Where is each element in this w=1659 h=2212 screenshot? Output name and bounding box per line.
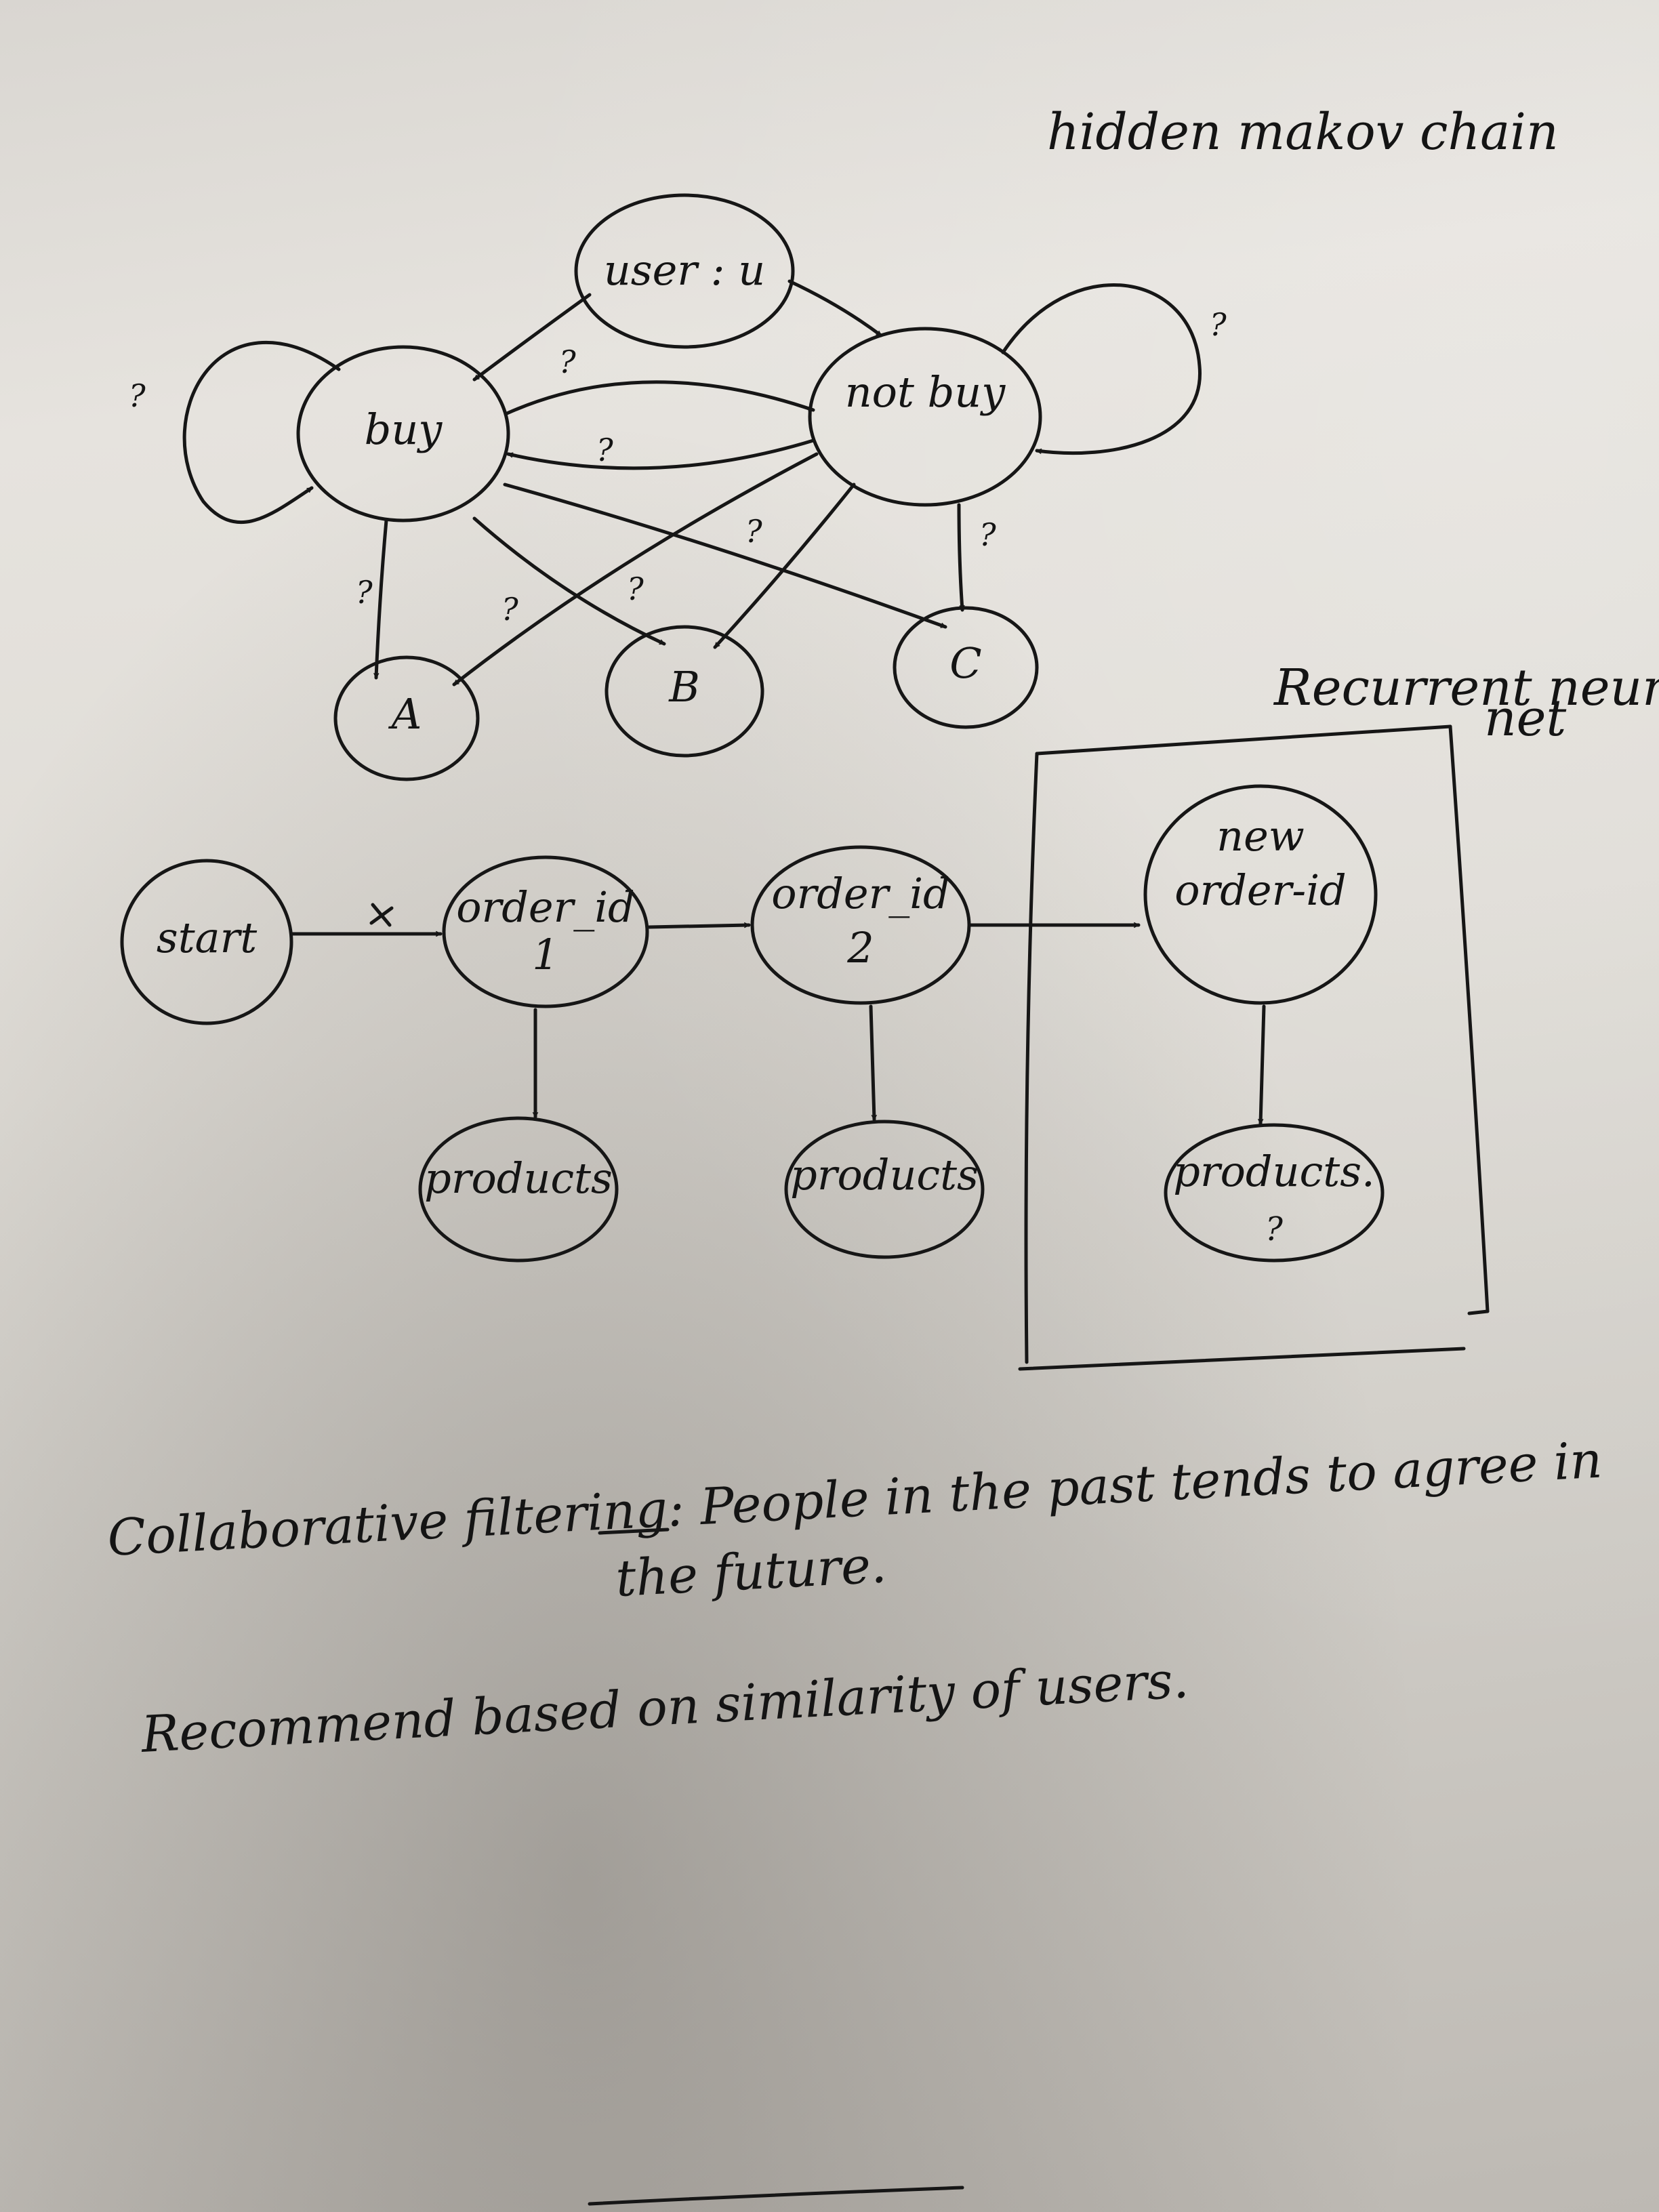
node-products-1: products — [418, 1116, 619, 1263]
node-a: A — [333, 655, 480, 781]
edge-order2-products — [869, 1004, 874, 1122]
edge-probability-marks: ? ? ? ? ? ? ? ? ? — [129, 306, 1227, 628]
edge-notbuy-b — [713, 483, 856, 649]
node-start-label: start — [157, 913, 257, 962]
qmark-notbuy-a: ? — [501, 591, 518, 628]
node-start: start — [120, 859, 293, 1025]
node-order-2-line2: 2 — [846, 923, 874, 972]
edge-user-buy — [472, 293, 592, 382]
rnn-box-right-tick — [1467, 1309, 1490, 1315]
note-collaborative-filtering-line2: the future. — [614, 1536, 888, 1608]
node-user-label: user : u — [604, 245, 765, 295]
edge-user-notbuy — [787, 279, 883, 337]
rnn-box-right — [1448, 724, 1490, 1313]
node-b-label: B — [668, 662, 700, 712]
qmark-notbuy-c: ? — [979, 516, 996, 553]
node-products-3-line1: products. — [1173, 1147, 1374, 1196]
edge-buy-c — [503, 483, 947, 629]
edge-notbuy-self-loop — [1001, 283, 1202, 455]
note-recommend: Recommend based on similarity of users. — [138, 1651, 1190, 1764]
rnn-box-top — [1035, 724, 1452, 756]
cut-off-writing-stroke — [588, 2186, 964, 2206]
hmm-title: hidden makov chain — [1047, 103, 1559, 161]
edge-buy-b — [472, 516, 666, 646]
rnn-title-line1: Recurrent neural — [1273, 659, 1659, 717]
edge-buy-self-loop — [182, 341, 341, 524]
node-c: C — [893, 606, 1039, 729]
edge-notbuy-buy — [506, 438, 815, 470]
node-c-label: C — [949, 638, 981, 688]
node-products-1-label: products — [424, 1153, 613, 1203]
node-new-order-line2: order-id — [1174, 865, 1346, 915]
node-products-2: products — [784, 1120, 985, 1259]
qmark-buy-a: ? — [356, 574, 373, 611]
qmark-buy-c: ? — [745, 513, 762, 550]
edge-order1-order2 — [647, 925, 751, 929]
edge-notbuy-c — [957, 503, 962, 612]
edge-buy-a — [376, 518, 388, 680]
edge-notbuy-a — [452, 452, 819, 687]
node-order-1-line1: order_id — [456, 882, 635, 932]
node-not-buy-label: not buy — [845, 367, 1006, 417]
edge-start-order1-tick — [369, 903, 394, 927]
node-order-1: order_id 1 — [442, 855, 649, 1008]
qmark-buy-b: ? — [627, 571, 644, 607]
rnn-title-line2: net — [1484, 689, 1566, 747]
node-b: B — [605, 625, 764, 758]
qmark-notbuy-loop: ? — [1210, 306, 1227, 343]
edge-buy-notbuy — [505, 380, 815, 415]
qmark-buy-loop: ? — [129, 377, 146, 414]
node-products-2-label: products — [790, 1150, 979, 1200]
node-not-buy: not buy — [808, 327, 1042, 507]
rnn-box-bottom — [1018, 1347, 1466, 1371]
node-products-3-line2: ? — [1265, 1210, 1283, 1248]
node-new-order: new order-id — [1143, 784, 1378, 1005]
edge-new-products — [1261, 1004, 1266, 1126]
node-user: user : u — [574, 193, 795, 349]
node-order-2-line1: order_id — [771, 869, 950, 918]
node-buy-label: buy — [365, 405, 443, 454]
rnn-box-left — [1024, 752, 1039, 1364]
node-order-1-line2: 1 — [532, 930, 558, 979]
node-order-2: order_id 2 — [750, 845, 971, 1005]
qmark-user-buy: ? — [559, 344, 576, 380]
qmark-notbuy-buy: ? — [596, 432, 613, 468]
node-buy: buy — [296, 345, 510, 523]
note-underline-people — [598, 1528, 670, 1535]
node-products-3: products. ? — [1164, 1123, 1385, 1263]
node-new-order-line1: new — [1216, 811, 1305, 861]
node-a-label: A — [388, 689, 422, 739]
